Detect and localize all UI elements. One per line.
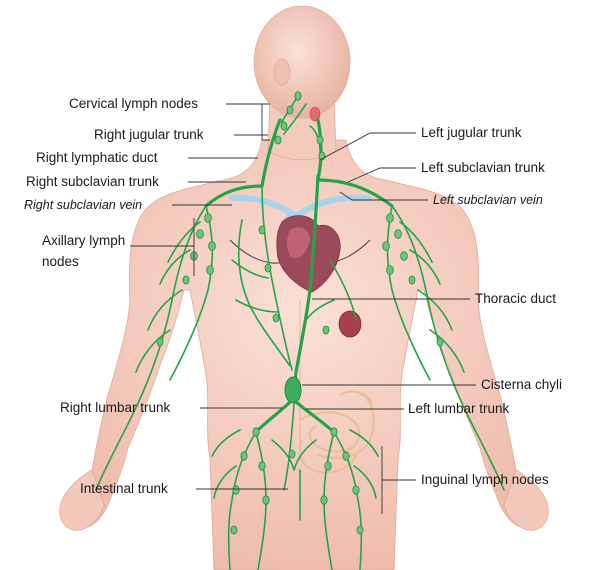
lymph-node xyxy=(264,263,272,273)
leader-cervical-bracket xyxy=(262,103,270,141)
left-arm-vessels xyxy=(386,205,505,491)
lymph-node xyxy=(280,121,288,131)
leader-lines xyxy=(130,103,476,514)
label-intestinal-trunk: Intestinal trunk xyxy=(80,481,168,496)
lymph-node xyxy=(320,495,328,505)
right-jugular-vessel xyxy=(260,118,282,188)
lymph-node xyxy=(408,275,416,285)
head xyxy=(253,5,351,119)
leader-inguinal xyxy=(381,446,416,514)
label-right-lumbar-trunk: Right lumbar trunk xyxy=(60,400,171,415)
lymph-node xyxy=(262,495,270,505)
lymph-node xyxy=(274,135,282,145)
lymph-node xyxy=(386,265,394,275)
lymph-node xyxy=(204,213,212,223)
lymph-node xyxy=(382,241,390,251)
lymph-node xyxy=(208,241,216,251)
right-hand xyxy=(59,469,105,531)
lymph-node xyxy=(258,461,266,471)
heart-highlight xyxy=(287,227,310,259)
left-jugular-vessel xyxy=(316,118,323,182)
right-arm-vessels xyxy=(95,205,214,491)
leader-left-subclavian-vein xyxy=(339,191,428,201)
lymph-node xyxy=(272,313,280,323)
lymph-node xyxy=(286,105,294,115)
label-right-subclavian-trunk: Right subclavian trunk xyxy=(26,174,159,189)
cisterna-chyli-vessel xyxy=(284,376,302,404)
ear xyxy=(273,58,291,86)
chest-vessels xyxy=(231,185,357,371)
label-axillary-lymph-nodes-line1: Axillary lymph xyxy=(42,233,125,248)
organs xyxy=(229,106,375,474)
leader-left-jugular xyxy=(319,132,416,161)
lymph-node xyxy=(400,251,408,261)
lymph-node xyxy=(230,525,238,535)
label-left-subclavian-vein: Left subclavian vein xyxy=(433,193,543,207)
left-hand xyxy=(503,469,549,531)
label-left-jugular-trunk: Left jugular trunk xyxy=(421,125,522,140)
lymph-node xyxy=(196,229,204,239)
label-right-lymphatic-duct: Right lymphatic duct xyxy=(36,150,158,165)
lymph-node xyxy=(232,485,240,495)
lymph-node xyxy=(156,337,164,347)
label-axillary-lymph-nodes-line2: nodes xyxy=(42,254,79,269)
thoracic-duct-vessel xyxy=(292,174,320,394)
label-cisterna-chyli: Cisterna chyli xyxy=(481,377,562,392)
labels: Cervical lymph nodes Right jugular trunk… xyxy=(24,96,562,496)
lymph-node xyxy=(206,265,214,275)
label-left-lumbar-trunk: Left lumbar trunk xyxy=(408,401,510,416)
lymph-node xyxy=(322,325,330,335)
lymph-node xyxy=(252,427,260,437)
spleen xyxy=(338,310,362,338)
label-right-subclavian-vein: Right subclavian vein xyxy=(24,198,142,212)
lymph-node xyxy=(182,275,190,285)
leader-axillary xyxy=(130,218,195,276)
label-left-subclavian-trunk: Left subclavian trunk xyxy=(421,160,545,175)
lymph-node xyxy=(240,451,248,461)
label-right-jugular-trunk: Right jugular trunk xyxy=(94,127,204,142)
lymph-node xyxy=(394,229,402,239)
label-thoracic-duct: Thoracic duct xyxy=(475,291,556,306)
lymph-node xyxy=(288,449,296,459)
label-cervical-lymph-nodes: Cervical lymph nodes xyxy=(69,96,198,111)
lymph-node xyxy=(294,91,302,101)
label-inguinal-lymph-nodes: Inguinal lymph nodes xyxy=(421,472,549,487)
lymph-node xyxy=(356,525,364,535)
intestines xyxy=(298,390,375,474)
lymph-node xyxy=(352,485,360,495)
lymph-node xyxy=(330,427,338,437)
thyroid xyxy=(309,106,321,122)
lymph-node xyxy=(258,225,266,235)
leader-left-subclavian-trunk xyxy=(347,167,416,183)
lymph-node xyxy=(386,213,394,223)
lymph-node xyxy=(342,451,350,461)
lymph-node xyxy=(436,337,444,347)
lymph-node xyxy=(316,135,324,145)
right-subclavian-vessel xyxy=(204,184,264,208)
lymph-node xyxy=(324,461,332,471)
